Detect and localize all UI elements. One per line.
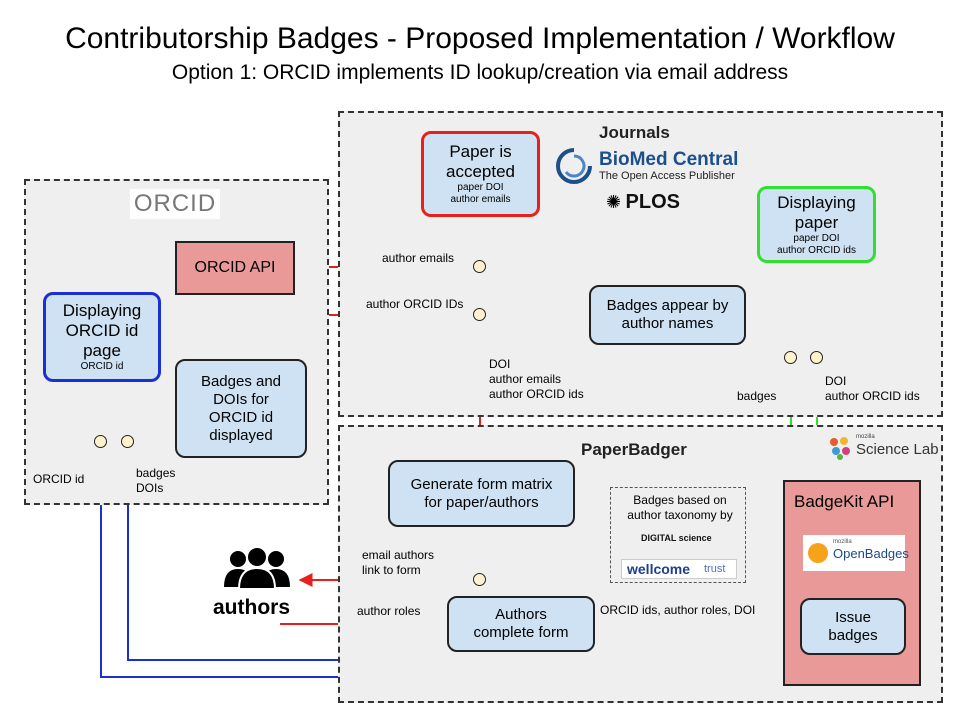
displaying-orcid-page-node: Displaying ORCID id page ORCID id xyxy=(43,292,161,382)
authors-group-icon xyxy=(224,547,290,589)
junction-dot xyxy=(784,351,797,364)
plos-logo: ✺ PLOS xyxy=(606,191,680,213)
mozilla-science-lab-logo: mozilla Science Lab xyxy=(828,434,939,461)
open-badges-icon xyxy=(808,543,828,563)
open-badges-logo: mozilla OpenBadges xyxy=(803,535,909,571)
authors-label: authors xyxy=(213,596,291,619)
junction-dot xyxy=(810,351,823,364)
diagram-title: Contributorship Badges - Proposed Implem… xyxy=(65,22,895,55)
junction-dot xyxy=(473,260,486,273)
junction-dot xyxy=(121,435,134,448)
paper-accepted-node: Paper is accepted paper DOI author email… xyxy=(421,131,540,217)
edge-label-badges: badges xyxy=(136,466,176,480)
wellcome-trust-logo: wellcome trust xyxy=(621,559,737,579)
edge-label-orcid-to-badgekit: author ORCID ids xyxy=(825,389,920,403)
edge-label-email-authors: email authors xyxy=(362,548,435,562)
edge-label-orcid-id: ORCID id xyxy=(33,472,85,486)
edge-label-doi-to-badgekit: DOI xyxy=(825,374,847,388)
journals-region-title: Journals xyxy=(599,123,670,142)
junction-dot xyxy=(473,308,486,321)
generate-form-matrix-node: Generate form matrix for paper/authors xyxy=(388,460,575,527)
edge-label-orcid-roles-doi: ORCID ids, author roles, DOI xyxy=(600,603,756,617)
edge-label-doi: DOI xyxy=(489,357,511,371)
authors-complete-form-node: Authors complete form xyxy=(447,596,595,652)
edge-label-author-orcid-ids: author ORCID IDs xyxy=(366,297,464,311)
badges-dois-displayed-node: Badges and DOIs for ORCID id displayed xyxy=(175,359,307,458)
junction-dot xyxy=(94,435,107,448)
edge-label-doi-orcid: author ORCID ids xyxy=(489,387,584,401)
badgekit-api-node: BadgeKit API mozilla OpenBadges Issue ba… xyxy=(783,480,921,686)
taxonomy-note: Badges based on author taxonomy by DIGIT… xyxy=(610,487,746,583)
edge-label-link-to-form: link to form xyxy=(362,563,421,577)
orcid-logo: ORCID xyxy=(130,189,220,219)
displaying-paper-node: Displaying paper paper DOI author ORCID … xyxy=(757,186,876,263)
junction-dot xyxy=(473,573,486,586)
plos-sun-icon: ✺ xyxy=(606,192,622,212)
edge-label-doi-emails: author emails xyxy=(489,372,562,386)
biomed-central-logo: BioMed Central The Open Access Publisher xyxy=(555,147,745,185)
badges-appear-node: Badges appear by author names xyxy=(589,285,746,345)
paperbadger-region-title: PaperBadger xyxy=(581,440,687,459)
science-lab-dots-icon xyxy=(830,437,850,460)
biomed-swirl-icon xyxy=(556,148,592,184)
edge-label-author-roles: author roles xyxy=(357,604,421,618)
edge-label-badges-to-journal: badges xyxy=(737,389,777,403)
edge-label-author-emails: author emails xyxy=(382,251,455,265)
issue-badges-node: Issue badges xyxy=(800,598,906,655)
diagram-subtitle: Option 1: ORCID implements ID lookup/cre… xyxy=(171,61,789,84)
edge-label-dois: DOIs xyxy=(136,481,164,495)
orcid-api-node: ORCID API xyxy=(175,241,295,295)
digital-science-logo: DIGITAL science xyxy=(641,533,712,543)
